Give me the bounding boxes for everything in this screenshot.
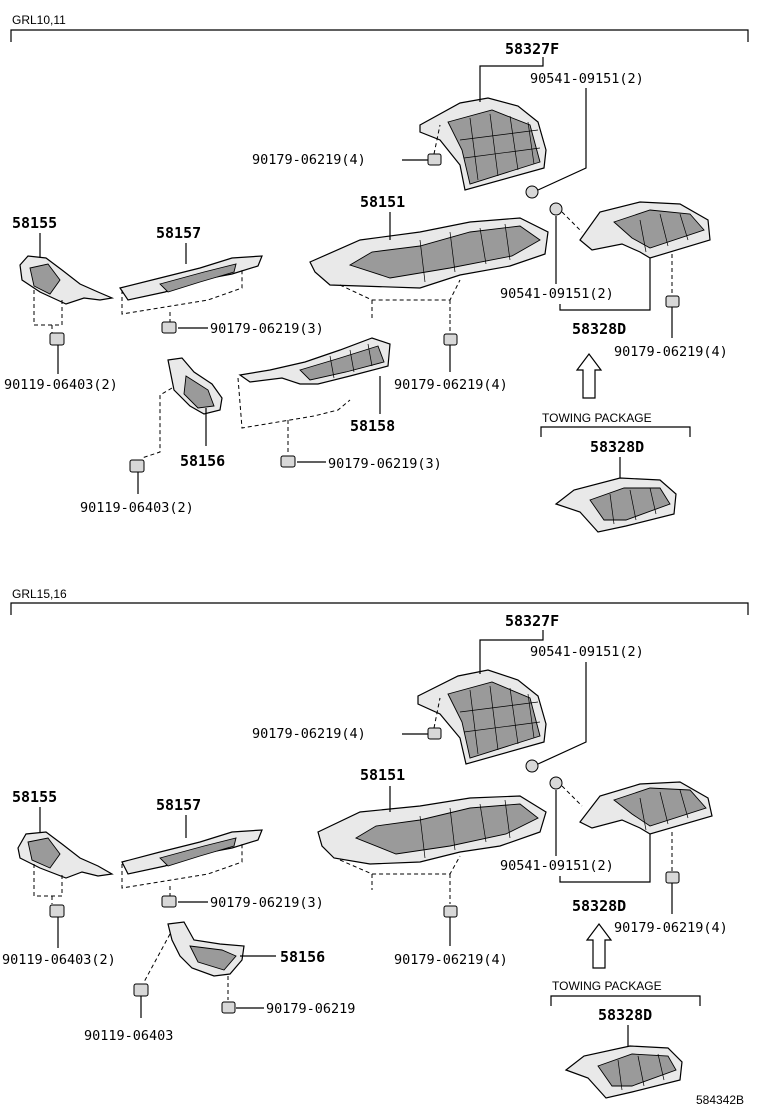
label-nut-58157: 90179-06219(3) xyxy=(210,321,324,337)
label-58151: 58151 xyxy=(360,193,405,211)
label-nut-58157: 90179-06219(3) xyxy=(210,895,324,911)
dash-nut-a xyxy=(433,697,441,729)
label-58328d: 58328D xyxy=(572,897,626,915)
part-58328d-towing-shape xyxy=(564,1045,683,1099)
label-bolt-b: 90541-09151(2) xyxy=(500,286,614,302)
label-58157: 58157 xyxy=(156,224,201,242)
label-bolt-a: 90541-09151(2) xyxy=(530,71,644,87)
nut-b-icon xyxy=(665,295,680,308)
bolt-b-icon xyxy=(549,202,563,216)
nut-58157-icon xyxy=(161,895,177,908)
leader-58327f xyxy=(479,57,544,102)
dash-58157 xyxy=(121,270,243,322)
part-58155-shape xyxy=(17,831,114,879)
dash-58155 xyxy=(33,864,63,904)
label-nut-58151: 90179-06219(4) xyxy=(394,952,508,968)
leader-58327f xyxy=(479,630,544,674)
label-nut-58158: 90179-06219(3) xyxy=(328,456,442,472)
dash-58151 xyxy=(339,279,461,320)
label-58157: 58157 xyxy=(156,796,201,814)
label-nut-b: 90179-06219(4) xyxy=(614,920,728,936)
label-58155: 58155 xyxy=(12,214,57,232)
nut-58156-icon xyxy=(221,1001,236,1014)
dash-nut-a xyxy=(433,124,441,155)
section-grl15-16: GRL15,16 58327F 90541-09151(2) 90179-062… xyxy=(2,587,749,1107)
nut-a-icon xyxy=(427,153,442,166)
nut-b-icon xyxy=(665,871,680,884)
label-nut-a: 90179-06219(4) xyxy=(252,152,366,168)
dash-58156-bolt xyxy=(143,933,171,983)
towing-label: TOWING PACKAGE xyxy=(542,411,652,425)
part-58156-shape xyxy=(167,921,245,977)
label-58151: 58151 xyxy=(360,766,405,784)
label-58156: 58156 xyxy=(180,452,225,470)
dash-58151 xyxy=(339,855,461,904)
dash-58157 xyxy=(121,844,243,896)
bolt-58156-icon xyxy=(129,459,145,473)
part-58157-shape xyxy=(119,255,263,301)
dash-58158 xyxy=(237,377,351,454)
dash-58156 xyxy=(141,387,173,459)
towing-bracket xyxy=(540,426,691,437)
leader-bolt-a xyxy=(537,662,587,765)
bolt-a-icon xyxy=(525,185,539,199)
section-label: GRL10,11 xyxy=(12,13,66,27)
part-58328d-shape xyxy=(579,201,711,259)
nut-58151-icon xyxy=(443,333,458,346)
towing-part-label: 58328D xyxy=(598,1006,652,1024)
dash-bolt-b xyxy=(561,211,583,233)
part-58151-shape xyxy=(317,795,547,865)
label-bolt-58156: 90119-06403(2) xyxy=(80,500,194,516)
nut-58157-icon xyxy=(161,321,177,334)
nut-a-icon xyxy=(427,727,442,740)
label-bolt-b: 90541-09151(2) xyxy=(500,858,614,874)
label-bolt-58155: 90119-06403(2) xyxy=(2,952,116,968)
part-58156-shape xyxy=(167,357,223,415)
towing-label: TOWING PACKAGE xyxy=(552,979,662,993)
label-nut-58151: 90179-06219(4) xyxy=(394,377,508,393)
part-58328d-towing-shape xyxy=(554,477,677,533)
label-58156: 58156 xyxy=(280,948,325,966)
arrow-up-icon xyxy=(575,353,603,399)
dash-bolt-b xyxy=(561,785,583,807)
bolt-58155-icon xyxy=(49,904,65,918)
bolt-58155-icon xyxy=(49,332,65,346)
bolt-a-icon xyxy=(525,759,539,773)
part-58151-shape xyxy=(309,217,549,289)
nut-58158-icon xyxy=(280,455,296,468)
towing-bracket xyxy=(550,995,701,1006)
leader-58328d-bracket xyxy=(559,834,651,883)
label-nut-b: 90179-06219(4) xyxy=(614,344,728,360)
dash-58155 xyxy=(33,290,63,333)
towing-part-label: 58328D xyxy=(590,438,644,456)
label-nut-58156: 90179-06219 xyxy=(266,1001,355,1017)
label-bolt-58156: 90119-06403 xyxy=(84,1028,173,1044)
section-bracket xyxy=(10,602,749,615)
part-58155-shape xyxy=(19,255,115,305)
figure-id: 584342B xyxy=(696,1093,744,1107)
label-58155: 58155 xyxy=(12,788,57,806)
part-58327f-shape xyxy=(419,97,547,191)
label-nut-a: 90179-06219(4) xyxy=(252,726,366,742)
arrow-up-icon xyxy=(585,923,613,969)
bolt-58156-icon xyxy=(133,983,149,997)
part-58157-shape xyxy=(121,829,263,875)
bolt-b-icon xyxy=(549,776,563,790)
nut-58151-icon xyxy=(443,905,458,918)
label-58327f: 58327F xyxy=(505,40,559,58)
label-58328d: 58328D xyxy=(572,320,626,338)
label-bolt-a: 90541-09151(2) xyxy=(530,644,644,660)
section-grl10-11: GRL10,11 58327F 90541-09151(2) 90179-062… xyxy=(4,13,749,533)
part-58328d-shape xyxy=(579,781,713,835)
label-58327f: 58327F xyxy=(505,612,559,630)
part-58158-shape xyxy=(238,337,391,385)
label-bolt-58155: 90119-06403(2) xyxy=(4,377,118,393)
label-58158: 58158 xyxy=(350,417,395,435)
section-label: GRL15,16 xyxy=(12,587,67,601)
leader-bolt-a xyxy=(537,88,587,191)
part-58327f-shape xyxy=(417,669,547,765)
leader-58328d-bracket xyxy=(559,258,651,311)
section-bracket xyxy=(10,29,749,42)
